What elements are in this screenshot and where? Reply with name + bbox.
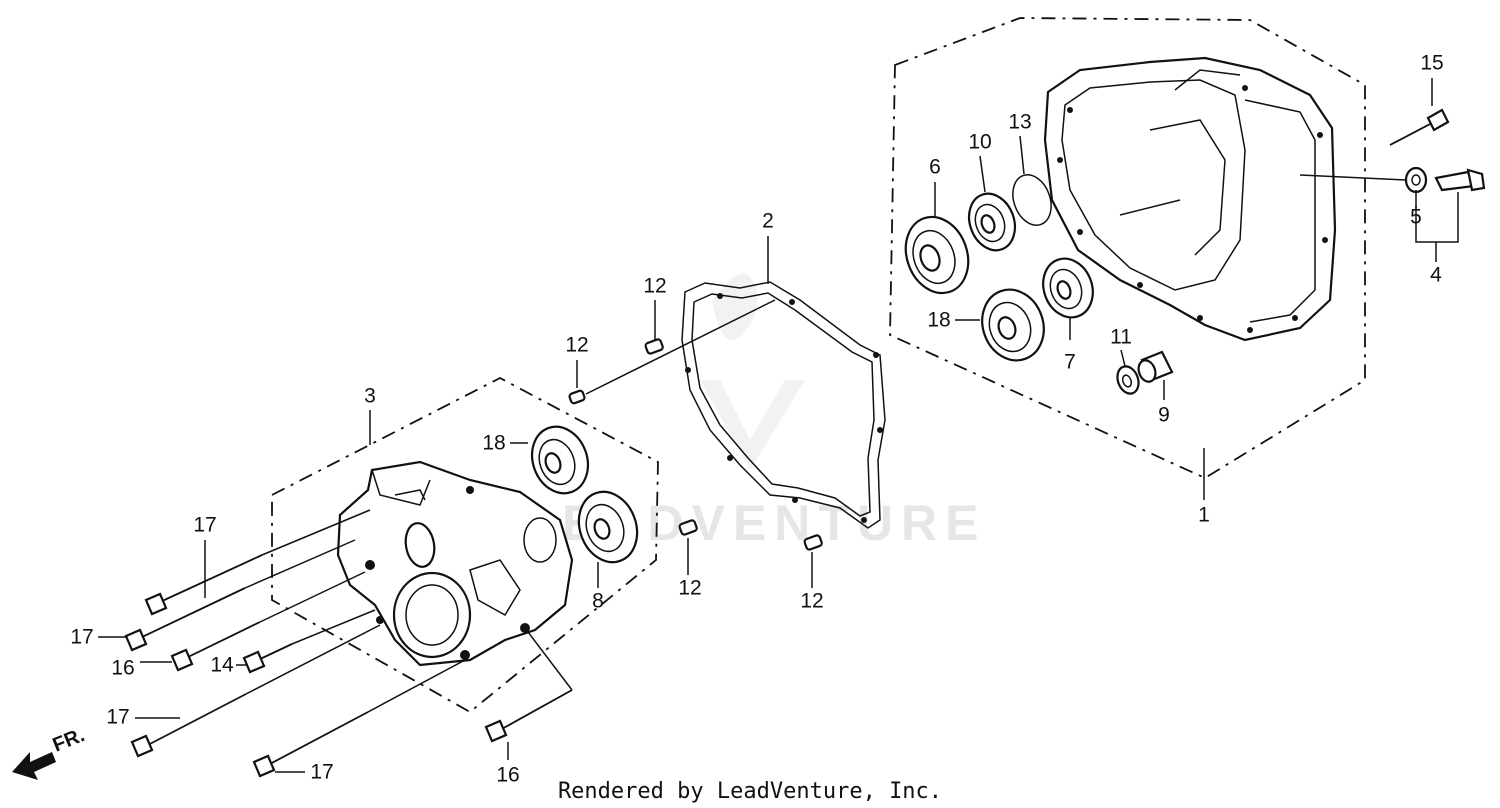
cover-group [271,376,659,714]
bolt-14 [242,643,293,674]
leader-17b-cover [244,539,356,589]
callout-11: 11 [1110,326,1132,349]
callout-18a: 18 [482,432,505,455]
callout-15: 15 [1420,52,1443,75]
bearing-6 [904,215,970,295]
group-boundary-3 [271,376,659,714]
callout-6: 6 [929,156,941,179]
callout-17c: 17 [106,706,129,729]
front-arrow-icon [12,752,56,780]
leader-10 [979,155,986,193]
leader-17a-cover [261,509,371,556]
dowel-pin-12b [644,338,664,355]
callout-12a: 12 [565,334,588,357]
callout-18b: 18 [927,309,950,332]
bracket-4 [1415,192,1459,243]
bolt-15 [1389,108,1450,146]
callout-12d: 12 [800,590,823,613]
leader-13 [1019,135,1025,175]
bolt-16b [484,689,573,743]
dowel-pin-12d [803,534,823,551]
bolt-17a [144,554,263,616]
callout-10: 10 [968,131,991,154]
callout-7: 7 [1064,351,1076,374]
callout-16a: 16 [111,657,134,680]
callout-12b: 12 [643,275,666,298]
callout-5: 5 [1410,206,1422,229]
leader-5-case [1299,174,1407,181]
callout-1: 1 [1198,504,1210,527]
bolt-17c [130,693,247,758]
leader-17d-cover [367,659,466,713]
bearing-8 [577,490,639,564]
callout-4: 4 [1430,264,1442,287]
leader-11 [1120,349,1126,367]
callout-16b: 16 [496,764,519,787]
bearing-7 [1042,257,1094,319]
bearing-18-right [981,288,1045,362]
bushing-9 [1137,350,1174,383]
transmission-cover [336,460,574,667]
callout-17a: 17 [193,514,216,537]
callout-17d: 17 [310,761,333,784]
circlip-13 [1012,174,1052,226]
washer-5 [1404,166,1428,194]
bolt-17d [252,711,369,778]
callout-2: 2 [762,210,774,233]
leader-12a-gasket [585,299,776,395]
leader-17c-cover [245,624,381,695]
callout-8: 8 [592,590,604,613]
callout-3: 3 [364,385,376,408]
leader-16a-cover [259,571,366,623]
seal-11 [1116,365,1140,395]
bolt-17b [124,587,246,652]
leader-16b-cover [527,631,573,691]
sensor-4 [1434,168,1486,192]
transmission-case-group [889,17,1366,480]
watermark-logo [700,273,805,470]
bolt-16a [170,621,261,672]
callout-9: 9 [1158,404,1170,427]
callout-13: 13 [1008,111,1031,134]
front-direction-label: FR. [50,724,88,756]
dowel-pin-12c [678,519,698,536]
callout-14: 14 [210,654,234,677]
gasket-2 [681,281,886,529]
dowel-pin-12a [568,389,586,405]
render-credit: Rendered by LeadVenture, Inc. [558,779,942,804]
group-boundary-1 [889,17,1366,480]
leader-14-cover [291,609,376,645]
transmission-case [1043,56,1337,342]
bearing-18-left [530,425,590,495]
bearing-10 [967,192,1017,252]
callout-17b: 17 [70,626,93,649]
callout-12c: 12 [678,577,701,600]
